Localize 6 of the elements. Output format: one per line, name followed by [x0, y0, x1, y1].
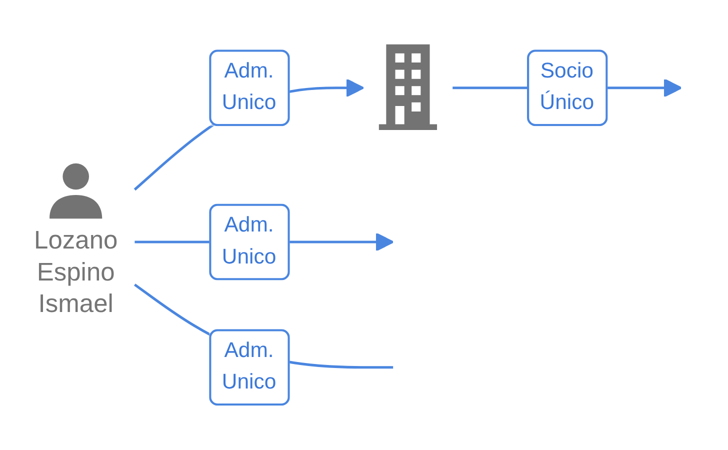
edge-label: Adm. Unico: [209, 50, 289, 126]
edge-label: Adm. Unico: [209, 329, 289, 406]
edge-label: Socio Único: [527, 50, 607, 126]
edge-label: Adm. Unico: [209, 204, 289, 280]
building-icon: [378, 44, 438, 130]
person-name: Lozano Espino Ismael: [34, 225, 118, 321]
